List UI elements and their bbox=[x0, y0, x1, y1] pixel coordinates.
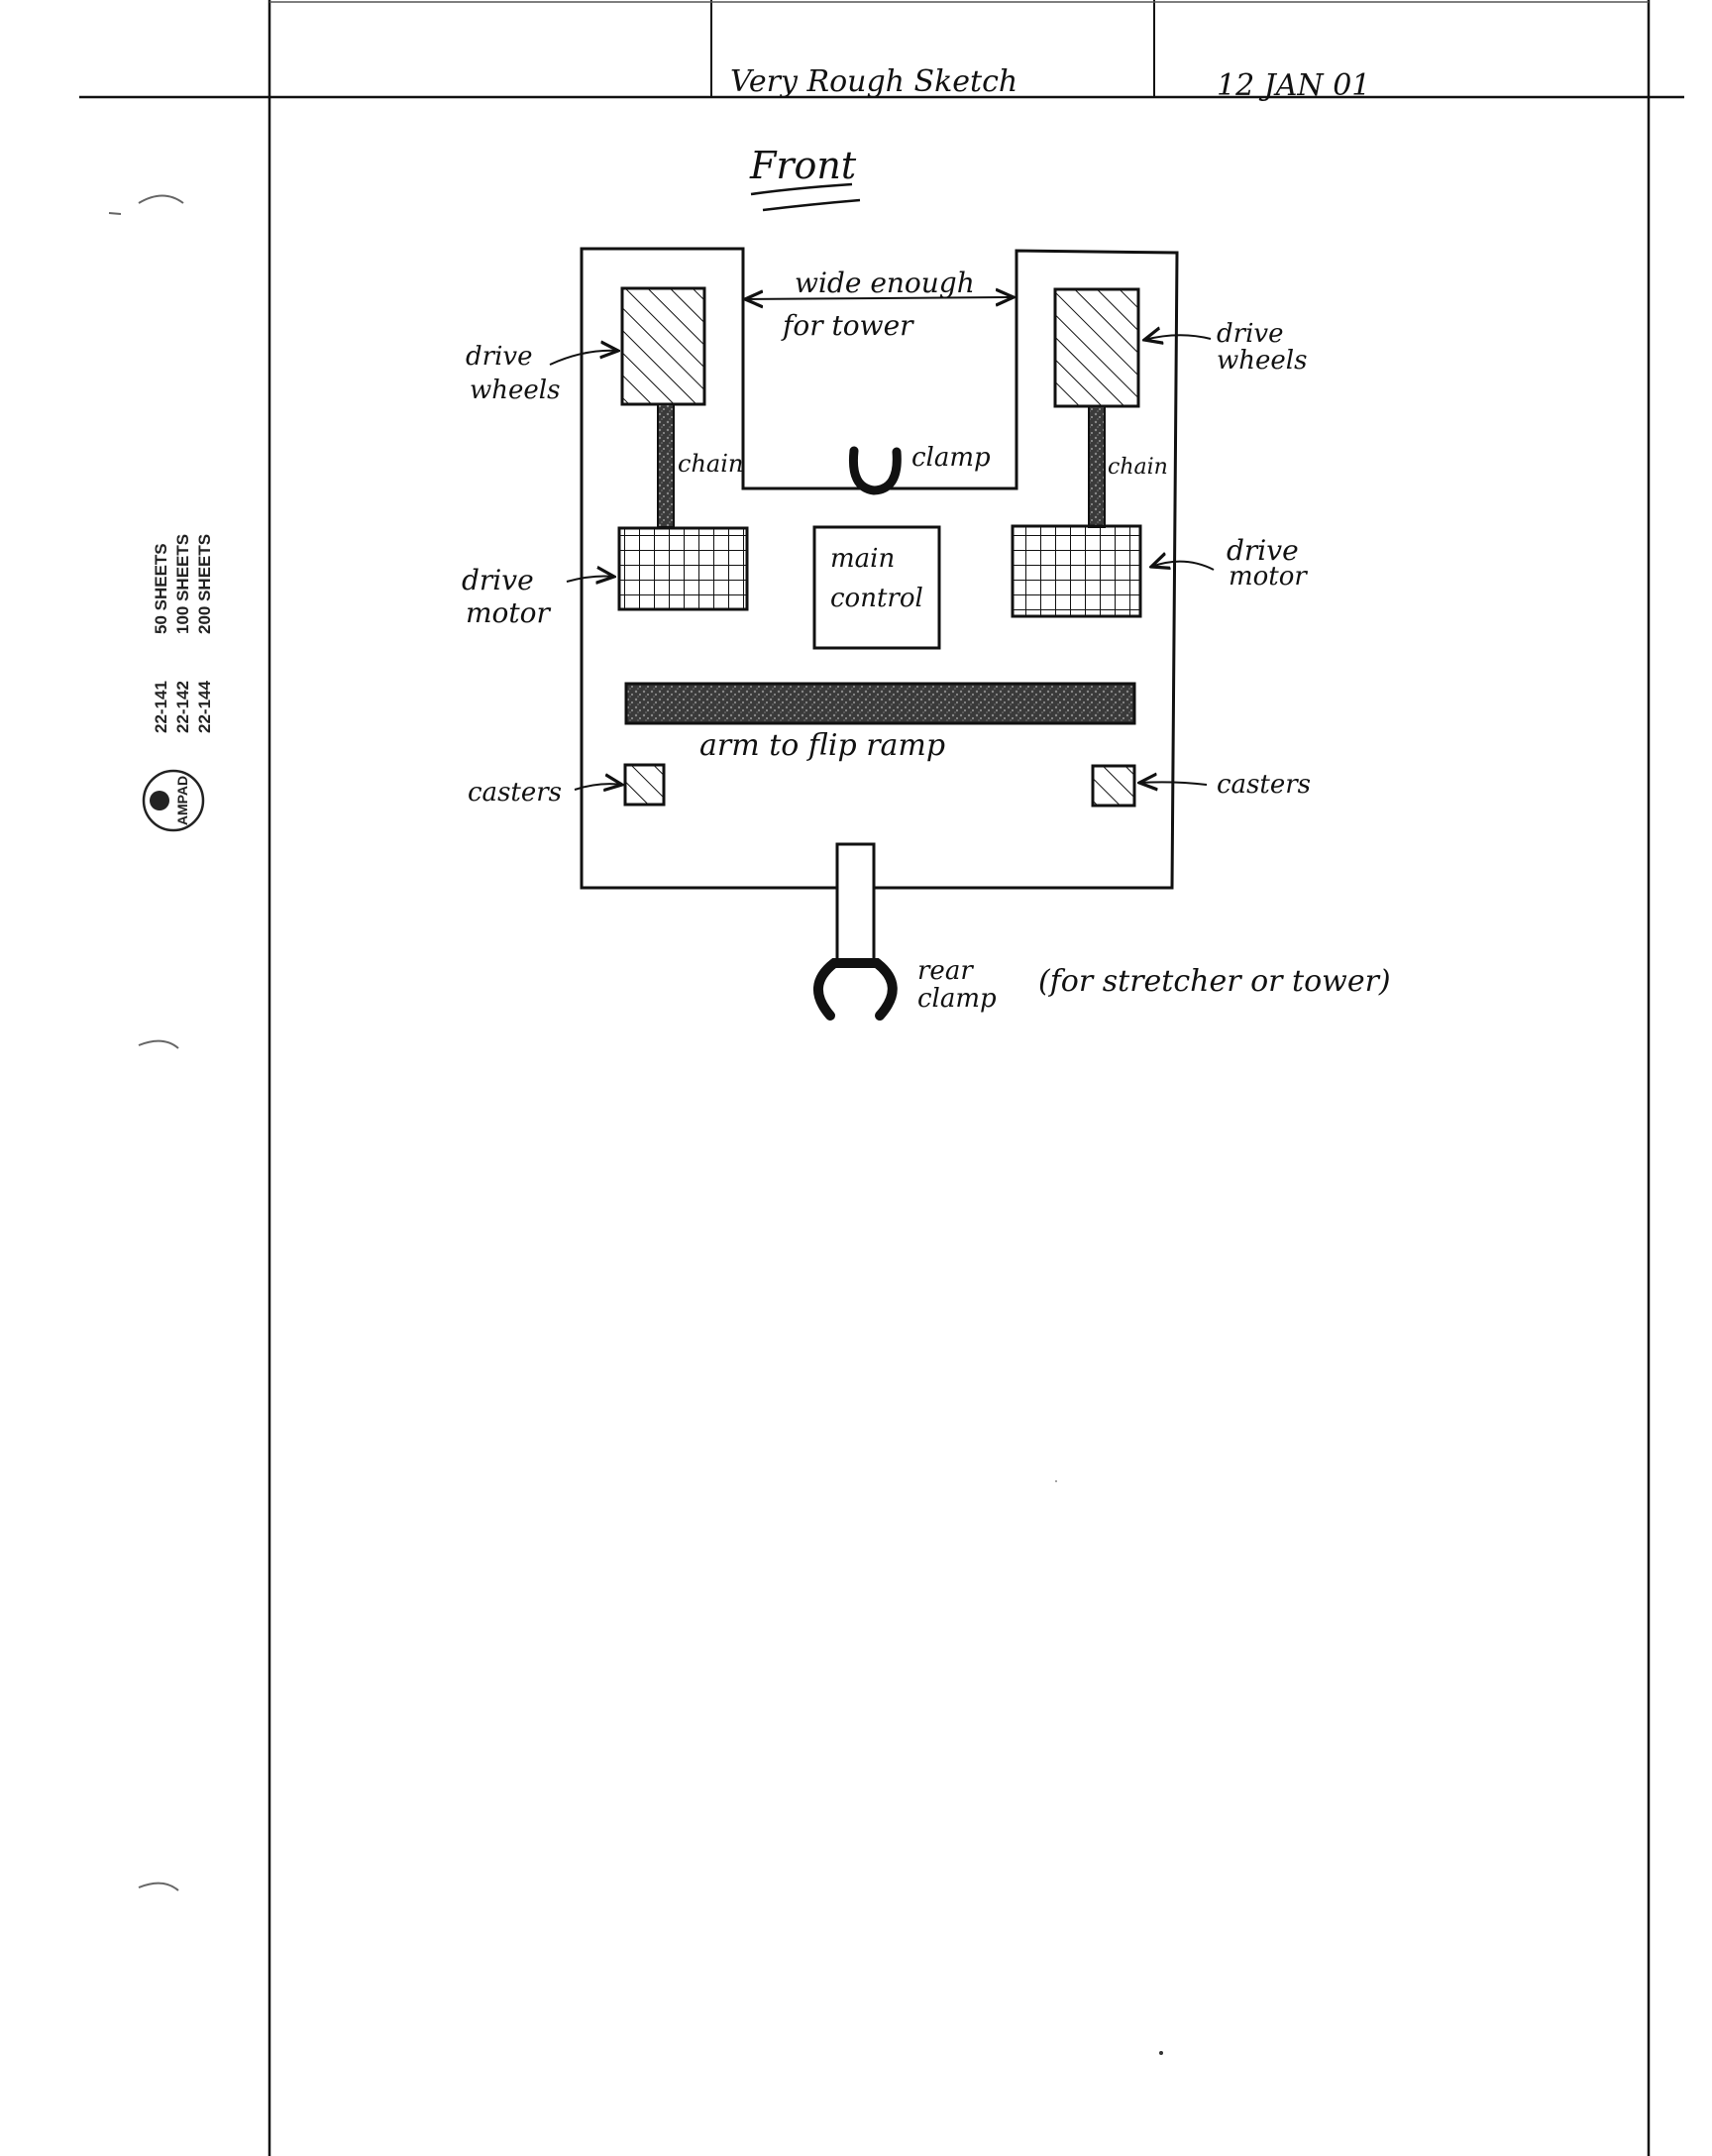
annotation-arrows bbox=[549, 297, 1215, 790]
arrow-drive-motor-left bbox=[566, 577, 614, 582]
sheet-count: 100 SHEETS bbox=[173, 534, 192, 634]
heading-underline bbox=[762, 198, 861, 212]
diagram-heading: Front bbox=[749, 144, 861, 212]
hole-mark bbox=[138, 194, 184, 204]
arrow-drive-motor-right bbox=[1151, 562, 1215, 571]
sheet-code: 22-141 bbox=[152, 681, 170, 733]
drive-wheel-left bbox=[620, 286, 706, 406]
header-title: Very Rough Sketch bbox=[730, 64, 1017, 99]
arrow-drive-wheels-right bbox=[1144, 335, 1212, 340]
ampad-logo: AMPAD bbox=[142, 769, 205, 832]
label-main-control: control bbox=[830, 584, 923, 613]
arrow-wide-enough bbox=[745, 297, 1014, 299]
label-rear-clamp-note: (for stretcher or tower) bbox=[1038, 964, 1391, 999]
label-drive-wheels-right: wheels bbox=[1217, 346, 1307, 376]
arrow-casters-left bbox=[574, 784, 622, 790]
drive-wheel-right bbox=[1053, 287, 1140, 408]
label-for-tower: for tower bbox=[781, 309, 914, 342]
heading-underline bbox=[750, 182, 853, 196]
scan-speck bbox=[108, 212, 122, 215]
sheet-count: 200 SHEETS bbox=[195, 534, 214, 634]
page-frame bbox=[79, 0, 1684, 2156]
label-drive-motor-left: motor bbox=[466, 596, 552, 629]
arrow-drive-wheels-left bbox=[549, 351, 618, 366]
label-drive-wheels-left: wheels bbox=[470, 376, 560, 405]
sheet-info: 22-141 22-142 22-144 50 SHEETS 100 SHEET… bbox=[152, 534, 214, 733]
label-clamp: clamp bbox=[911, 443, 991, 473]
hole-mark bbox=[138, 1882, 179, 1891]
label-casters-right: casters bbox=[1217, 770, 1311, 800]
label-chain-right: chain bbox=[1108, 455, 1168, 480]
sheet-count: 50 SHEETS bbox=[152, 543, 170, 634]
brand-name: AMPAD bbox=[174, 776, 190, 825]
arrow-casters-right bbox=[1139, 782, 1208, 785]
front-clamp bbox=[848, 446, 902, 495]
label-chain-left: chain bbox=[678, 450, 743, 478]
rear-clamp-jaw bbox=[812, 958, 898, 1021]
label-rear-clamp: clamp bbox=[917, 984, 997, 1014]
scan-speck bbox=[1055, 1480, 1057, 1482]
label-rear-clamp: rear bbox=[917, 956, 974, 986]
rear-clamp-arm bbox=[835, 842, 876, 965]
drive-motor-right bbox=[1011, 524, 1142, 618]
binder-hole-marks bbox=[108, 194, 184, 1891]
sheet-code: 22-142 bbox=[173, 681, 192, 733]
caster-left bbox=[623, 763, 666, 807]
caster-right bbox=[1091, 764, 1136, 808]
label-casters-left: casters bbox=[468, 778, 562, 808]
sheet-code: 22-144 bbox=[195, 681, 214, 733]
drive-motor-left bbox=[617, 526, 749, 611]
label-drive-motor-right: motor bbox=[1229, 562, 1308, 592]
heading-front: Front bbox=[749, 144, 857, 187]
label-drive-motor-right: drive bbox=[1227, 534, 1299, 567]
robot-chassis bbox=[580, 247, 1179, 890]
scan-speck bbox=[1159, 2051, 1163, 2055]
arm-bar bbox=[624, 682, 1136, 725]
label-main-control: main bbox=[830, 544, 895, 574]
label-drive-wheels-left: drive bbox=[466, 342, 532, 372]
hole-mark bbox=[138, 1039, 179, 1049]
header-date: 12 JAN 01 bbox=[1217, 68, 1370, 103]
main-control-box bbox=[812, 525, 941, 650]
label-drive-motor-left: drive bbox=[462, 564, 534, 596]
label-drive-wheels-right: drive bbox=[1217, 319, 1283, 349]
label-arm: arm to flip ramp bbox=[699, 728, 945, 763]
chain-left bbox=[657, 403, 675, 528]
label-wide-enough: wide enough bbox=[795, 267, 975, 299]
chain-right bbox=[1088, 405, 1106, 528]
